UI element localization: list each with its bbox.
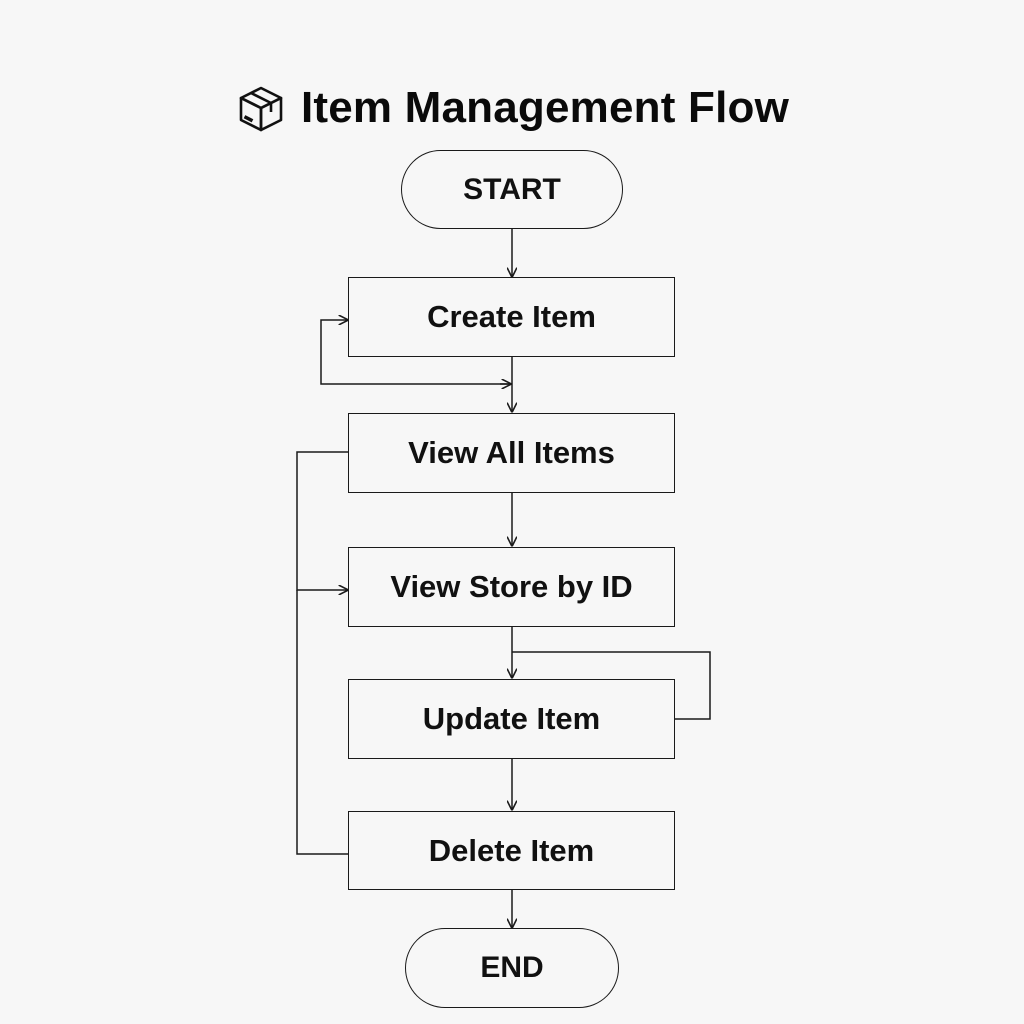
- start-label: START: [463, 172, 561, 206]
- step-label: View Store by ID: [390, 569, 633, 604]
- package-box-icon: [239, 86, 283, 132]
- step-create-item: Create Item: [348, 277, 675, 357]
- edge-delete-bypass: [296, 590, 348, 855]
- edge-create-loop: [320, 320, 512, 385]
- step-label: View All Items: [408, 435, 615, 470]
- end-label: END: [480, 951, 544, 984]
- end-terminal: END: [405, 928, 619, 1008]
- title-row: Item Management Flow: [0, 78, 1024, 138]
- step-label: Delete Item: [428, 832, 595, 868]
- edge-viewall-bypass: [296, 451, 348, 590]
- edge-update-loop: [512, 651, 711, 720]
- step-delete-item: Delete Item: [348, 811, 675, 890]
- diagram-title: Item Management Flow: [300, 83, 790, 132]
- step-label: Create Item: [427, 299, 596, 334]
- step-update-item: Update Item: [348, 679, 675, 759]
- step-view-all-items: View All Items: [348, 413, 675, 493]
- step-view-store-by-id: View Store by ID: [348, 547, 675, 627]
- start-terminal: START: [401, 150, 623, 229]
- step-label: Update Item: [422, 701, 601, 736]
